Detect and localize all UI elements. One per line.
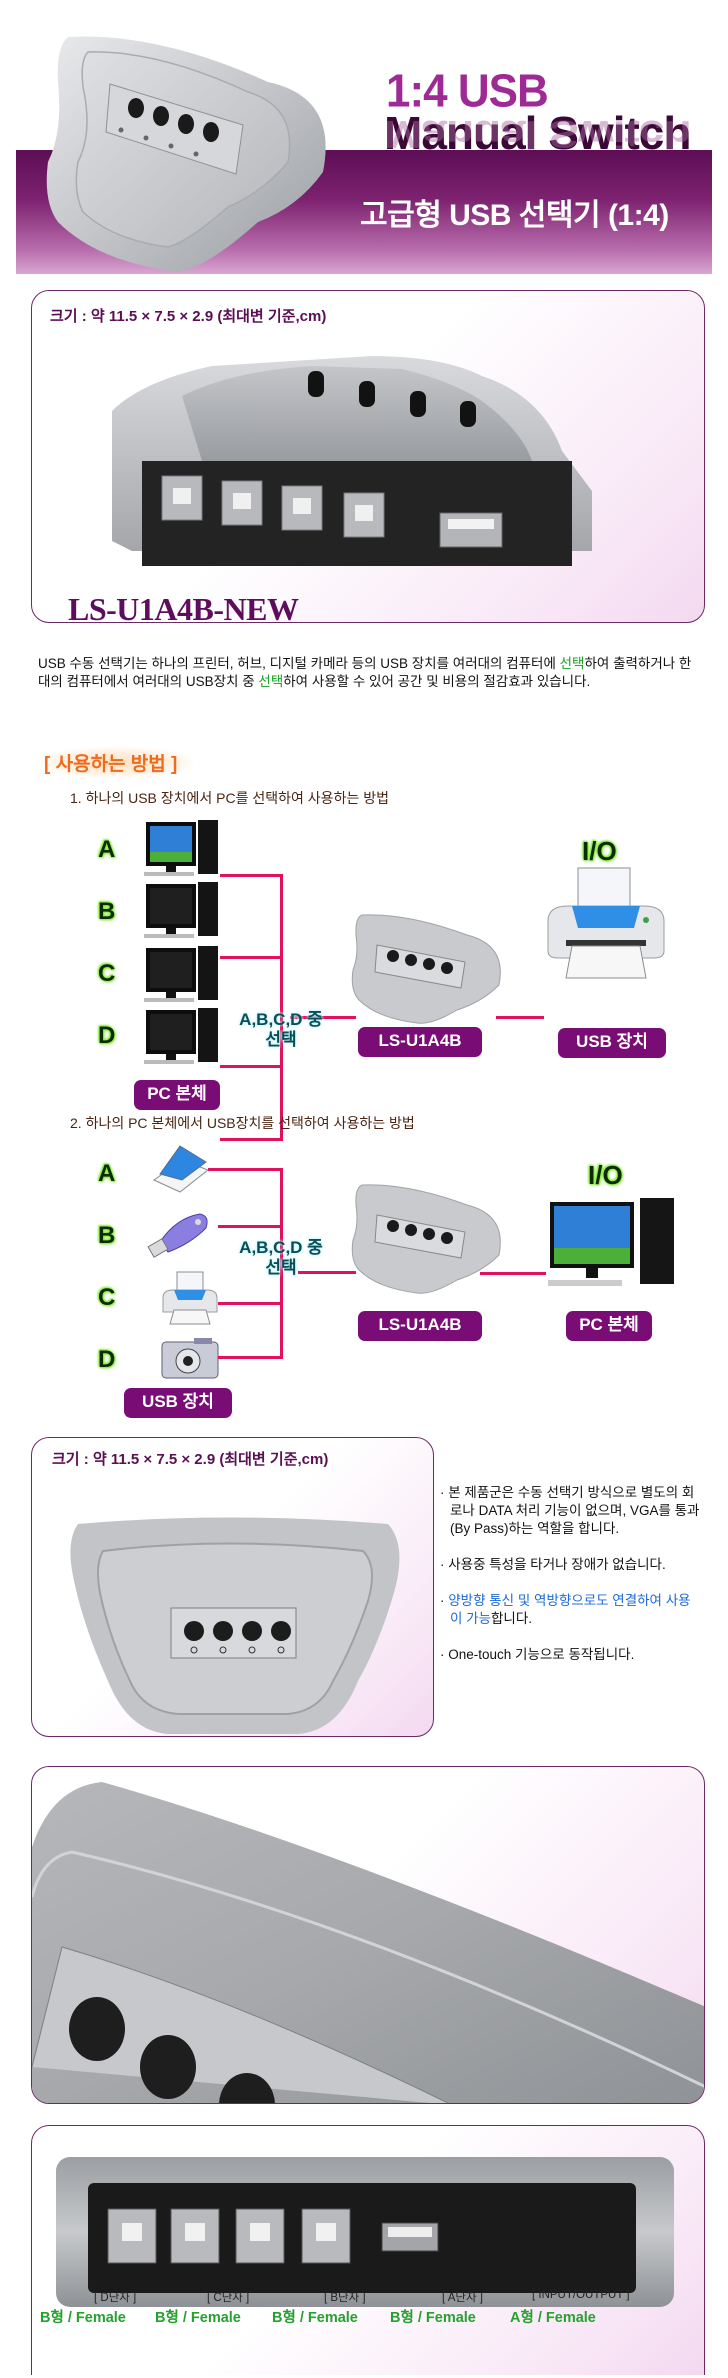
step1-title: 1. 하나의 USB 장치에서 PC를 선택하여 사용하는 방법	[70, 790, 389, 806]
choose-label-line2: 선택	[265, 1258, 297, 1277]
port-type: B형 / Female	[272, 2310, 358, 2326]
port-type: B형 / Female	[40, 2310, 126, 2326]
usb-device-label: USB 장치	[558, 1028, 666, 1058]
connection-line	[218, 1356, 282, 1359]
port-letter-a: A	[98, 1160, 116, 1187]
connection-line-to-switch	[298, 1271, 356, 1274]
switch-device-icon	[347, 910, 507, 1025]
pc-group-label: PC 본체	[134, 1080, 220, 1110]
usb-drive-icon	[146, 1208, 212, 1258]
switch-closeup-photo	[32, 1767, 704, 2103]
connection-line	[218, 1302, 282, 1305]
switch-ports-photo	[56, 2151, 676, 2311]
switch-device-photo-side	[72, 341, 652, 581]
intro-text-1: USB 수동 선택기는 하나의 프린터, 허브, 디지털 카메라 등의 USB …	[38, 656, 560, 671]
hero-title-line2: Manual Switch	[384, 107, 691, 159]
scanner-icon	[150, 1140, 212, 1196]
switch-model-label: LS-U1A4B	[358, 1311, 482, 1341]
feature-item: · 본 제품군은 수동 선택기 방식으로 별도의 회로나 DATA 처리 기능이…	[440, 1485, 700, 1536]
intro-highlight-1: 선택	[559, 656, 585, 671]
port-letter-d: D	[98, 1022, 116, 1049]
feature-highlight: 양방향 통신 및 역방향으로도 연결하여 사용이 가능	[448, 1593, 691, 1626]
pc-icon	[142, 820, 222, 880]
pc-icon	[142, 1008, 222, 1068]
ports-photo-card: [ D단자 ] B형 / Female [ C단자 ] B형 / Female [ B단…	[31, 2125, 705, 2375]
port-caption: [ B단자 ]	[324, 2292, 366, 2304]
feature-item: · One-touch 기능으로 동작됩니다.	[440, 1647, 635, 1662]
hero-banner: 1:4 USB Manual Switch Manual Switch 고급형 …	[0, 0, 728, 280]
hero-title-line1: 1:4 USB	[386, 65, 549, 118]
feature-list: · 본 제품군은 수동 선택기 방식으로 별도의 회로나 DATA 처리 기능이…	[440, 1484, 700, 1682]
printer-icon	[160, 1270, 220, 1326]
size-label: 크기 : 약 11.5 × 7.5 × 2.9 (최대변 기준,cm)	[52, 1451, 329, 1468]
intro-text-3: 하여 사용할 수 있어 공간 및 비용의 절감효과 있습니다.	[283, 674, 591, 689]
connection-line-to-pc	[480, 1272, 546, 1275]
port-caption: [ C단자 ]	[207, 2292, 250, 2304]
pc-label: PC 본체	[566, 1311, 652, 1341]
switch-device-icon	[347, 1180, 507, 1295]
choose-label-line1: A,B,C,D 중	[239, 1010, 323, 1029]
port-letter-b: B	[98, 898, 116, 925]
hero-subtitle: 고급형 USB 선택기 (1:4)	[360, 199, 669, 232]
port-letter-c: C	[98, 960, 116, 987]
model-name: LS-U1A4B-NEW	[68, 591, 299, 623]
port-caption: [ D단자 ]	[94, 2292, 137, 2304]
connection-trunk	[280, 1168, 283, 1359]
closeup-photo-card	[31, 1766, 705, 2104]
intro-highlight-2: 선택	[258, 674, 284, 689]
howto-title: [ 사용하는 방법 ]	[40, 747, 194, 778]
io-label: I/O	[588, 1160, 623, 1190]
pc-icon	[142, 882, 222, 942]
connection-line-to-device	[496, 1016, 544, 1019]
port-letter-d: D	[98, 1346, 116, 1373]
top-view-card: 크기 : 약 11.5 × 7.5 × 2.9 (최대변 기준,cm)	[31, 1437, 434, 1737]
hero-title-reflection: Manual Switch	[384, 112, 691, 157]
intro-paragraph: USB 수동 선택기는 하나의 프린터, 허브, 디지털 카메라 등의 USB …	[38, 655, 698, 691]
printer-icon	[542, 866, 670, 984]
connection-line	[220, 956, 282, 959]
intro-text-2: 하여 출력하거나 한대의 컴퓨터에서 여러대의 USB장치 중	[38, 656, 692, 689]
step2-title: 2. 하나의 PC 본체에서 USB장치를 선택하여 사용하는 방법	[70, 1115, 415, 1131]
port-letter-b: B	[98, 1222, 116, 1249]
port-letter-c: C	[98, 1284, 116, 1311]
port-caption: [ INPUT/OUTPUT ]	[532, 2289, 630, 2301]
connection-line	[220, 874, 282, 877]
port-type: A형 / Female	[510, 2310, 596, 2326]
connection-trunk	[280, 874, 283, 1141]
product-photo-card: 크기 : 약 11.5 × 7.5 × 2.9 (최대변 기준,cm)	[31, 290, 705, 623]
port-type: B형 / Female	[390, 2310, 476, 2326]
connection-line-to-switch	[290, 1016, 356, 1019]
connection-line	[208, 1168, 282, 1171]
io-label: I/O	[582, 836, 617, 866]
camera-icon	[160, 1336, 220, 1380]
port-caption: [ A단자 ]	[442, 2292, 483, 2304]
feature-item: · 사용중 특성을 타거나 장애가 없습니다.	[440, 1557, 666, 1572]
size-label: 크기 : 약 11.5 × 7.5 × 2.9 (최대변 기준,cm)	[50, 308, 327, 325]
choose-label: A,B,C,D 중 선택	[226, 1238, 336, 1278]
switch-model-label: LS-U1A4B	[358, 1027, 482, 1057]
pc-icon	[546, 1198, 678, 1296]
pc-icon	[142, 946, 222, 1006]
connection-line	[218, 1225, 282, 1228]
connection-line	[220, 1138, 282, 1141]
choose-label: A,B,C,D 중 선택	[226, 1010, 336, 1050]
choose-label-line1: A,B,C,D 중	[239, 1238, 323, 1257]
switch-device-photo-top	[58, 1506, 408, 1736]
switch-device-photo-hero	[38, 22, 338, 277]
choose-label-line2: 선택	[265, 1030, 297, 1049]
connection-line	[220, 1065, 282, 1068]
feature-item: · 양방향 통신 및 역방향으로도 연결하여 사용이 가능합니다.	[440, 1593, 691, 1626]
port-letter-a: A	[98, 836, 116, 863]
port-type: B형 / Female	[155, 2310, 241, 2326]
usb-group-label: USB 장치	[124, 1388, 232, 1418]
